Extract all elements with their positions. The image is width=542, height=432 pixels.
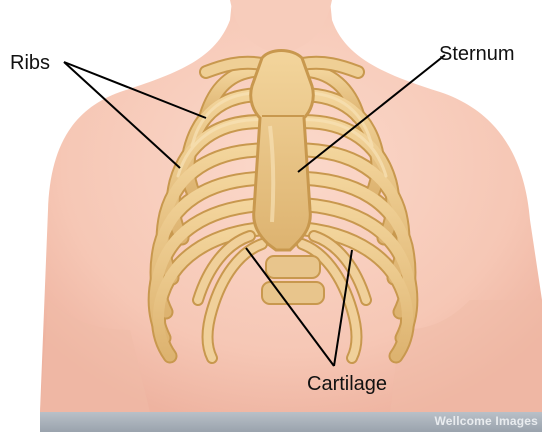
ribs-label: Ribs [10, 53, 50, 73]
credit-bar: Wellcome Images [40, 412, 542, 432]
sternum-label: Sternum [439, 44, 515, 64]
sternum [251, 51, 314, 251]
credit-text: Wellcome Images [435, 414, 539, 428]
cartilage-label: Cartilage [307, 374, 387, 394]
